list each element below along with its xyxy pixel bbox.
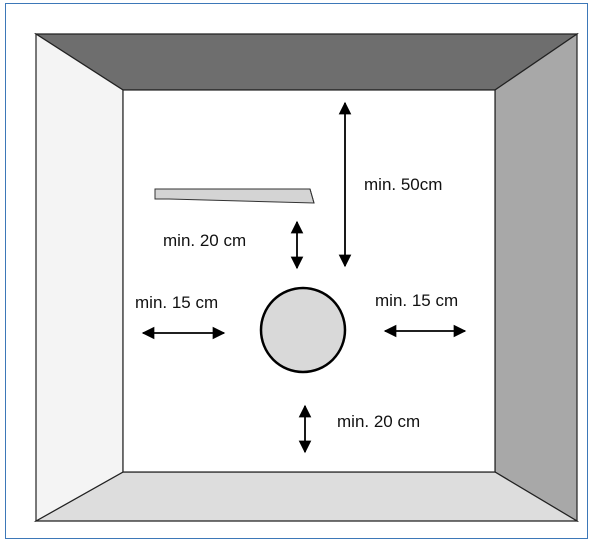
- shelf: [154, 188, 315, 204]
- bottom-gap-label: min. 20 cm: [337, 412, 420, 431]
- top-gap-label: min. 50cm: [364, 175, 442, 194]
- floor: [33, 471, 580, 522]
- ceiling: [33, 33, 579, 91]
- right-gap-label: min. 15 cm: [375, 291, 458, 310]
- left-wall: [35, 32, 124, 523]
- round-fixture: [259, 286, 347, 374]
- shelf-gap-label: min. 20 cm: [163, 231, 246, 250]
- left-gap-label: min. 15 cm: [135, 293, 218, 312]
- right-wall: [494, 32, 578, 523]
- back-wall: [122, 89, 496, 473]
